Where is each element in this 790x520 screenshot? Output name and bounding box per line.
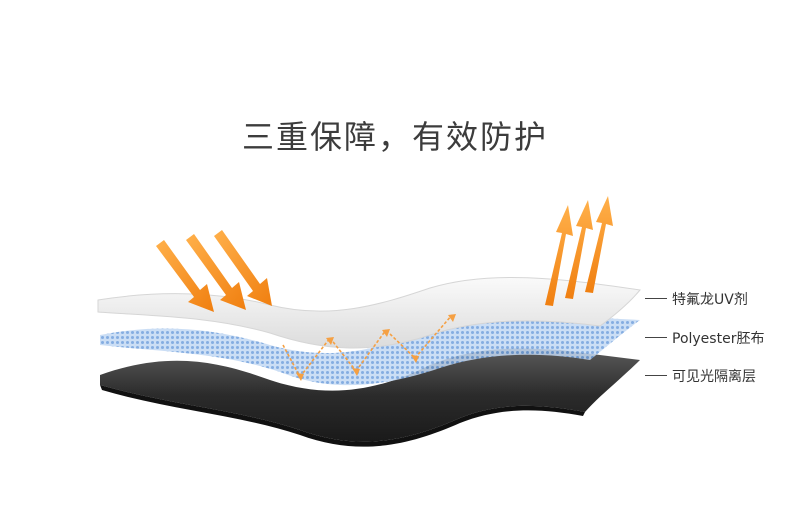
blackout-layer: [100, 348, 640, 447]
layer-label-blackout: 可见光隔离层: [672, 369, 756, 385]
layer-label-polyester: Polyester胚布: [672, 331, 765, 347]
sunlight-arrow-icon: [156, 230, 272, 312]
leader-line-blackout: [645, 375, 667, 376]
polyester-layer: [100, 313, 640, 386]
layer-label-coating: 特氟龙UV剂: [672, 292, 748, 308]
leader-line-coating: [645, 298, 667, 299]
coating-layer: [97, 276, 641, 349]
bounce-arrowheads: [296, 314, 456, 381]
leader-line-polyester: [645, 337, 667, 338]
page-title: 三重保障，有效防护: [241, 118, 548, 156]
bounce-arrow-icon: [282, 314, 453, 378]
reflected-arrow-icon: [545, 196, 613, 306]
